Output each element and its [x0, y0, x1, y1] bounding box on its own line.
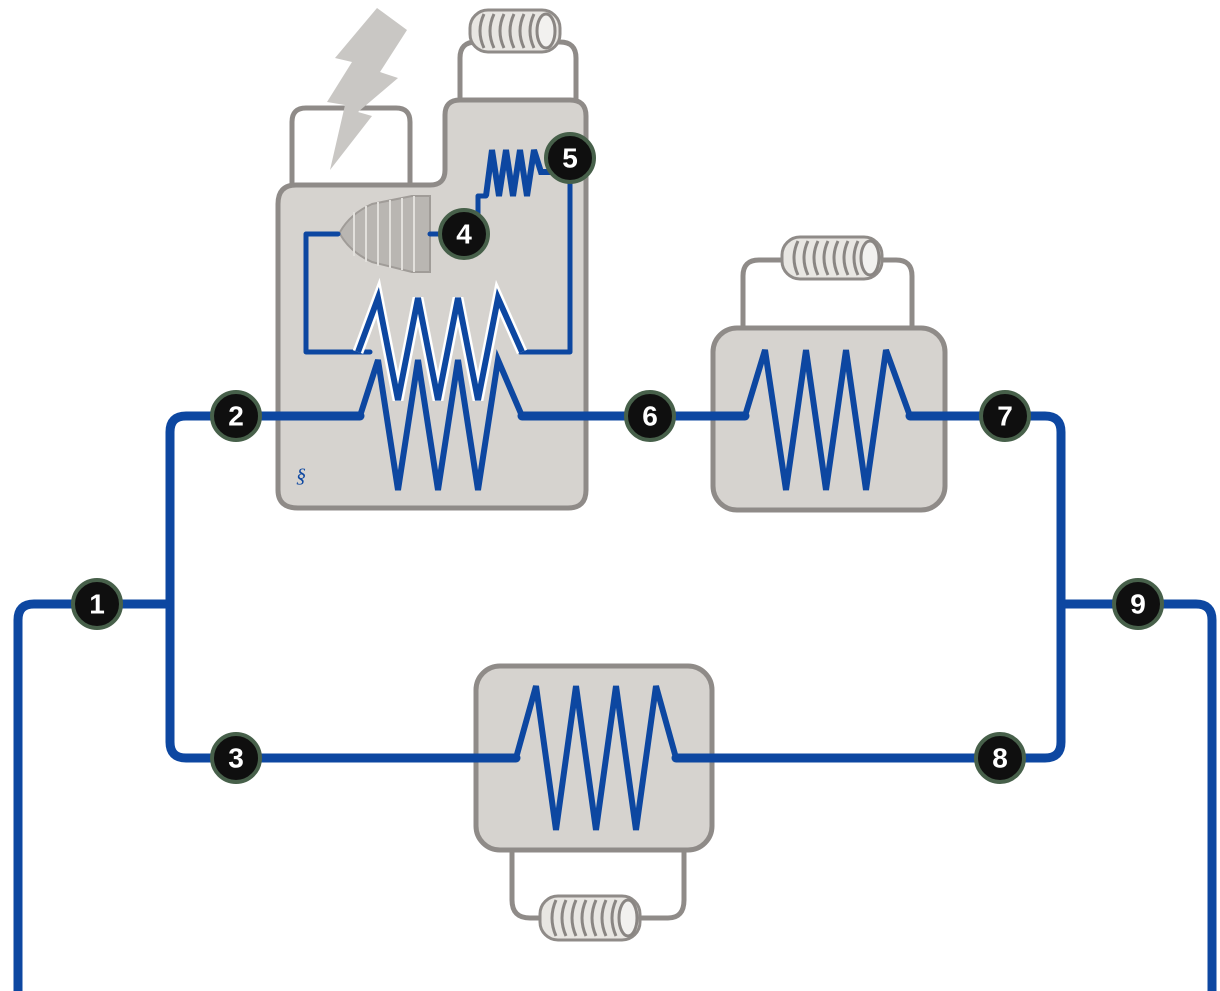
node-markers: 1 2 3 4 5 6 7 8 9: [71, 132, 1164, 784]
heat-exchanger-upper: [355, 286, 525, 401]
internal-loop-pipe: [303, 231, 373, 355]
coil-icon: [468, 8, 562, 54]
node-label: 7: [997, 401, 1013, 432]
coil-icon: [780, 235, 884, 281]
small-resistor: [483, 149, 556, 197]
right-merge-pipe: [995, 411, 1066, 763]
pipework: [13, 411, 1217, 991]
node-3: 3: [210, 732, 262, 784]
turbine-icon: [339, 195, 431, 273]
bottom-exchanger-zigzag: [513, 685, 679, 831]
node-label: 5: [562, 143, 578, 174]
left-split-pipe: [165, 411, 241, 763]
node-label: 1: [89, 589, 105, 620]
node-6: 6: [624, 390, 676, 442]
node-4: 4: [438, 208, 490, 260]
node-label: 8: [992, 743, 1008, 774]
node-label: 4: [456, 219, 472, 250]
lightning-bolt-icon: [327, 8, 407, 170]
node-label: 3: [228, 743, 244, 774]
node-9: 9: [1112, 578, 1164, 630]
outer-left-pipe: [13, 599, 102, 991]
node-label: 9: [1130, 589, 1146, 620]
heat-exchanger-lower: [357, 349, 525, 491]
outer-right-pipe: [1133, 599, 1217, 991]
node-8: 8: [974, 732, 1026, 784]
coil-icon: [538, 894, 642, 942]
gecko-logo-icon: §: [296, 465, 306, 487]
node-label: 6: [642, 401, 658, 432]
node-1: 1: [71, 578, 123, 630]
generator-housing: [275, 97, 589, 511]
node-2: 2: [210, 390, 262, 442]
node-5: 5: [544, 132, 596, 184]
node-7: 7: [979, 390, 1031, 442]
node-label: 2: [228, 401, 244, 432]
right-exchanger-zigzag: [742, 348, 913, 491]
generator-unit: §: [275, 8, 589, 511]
